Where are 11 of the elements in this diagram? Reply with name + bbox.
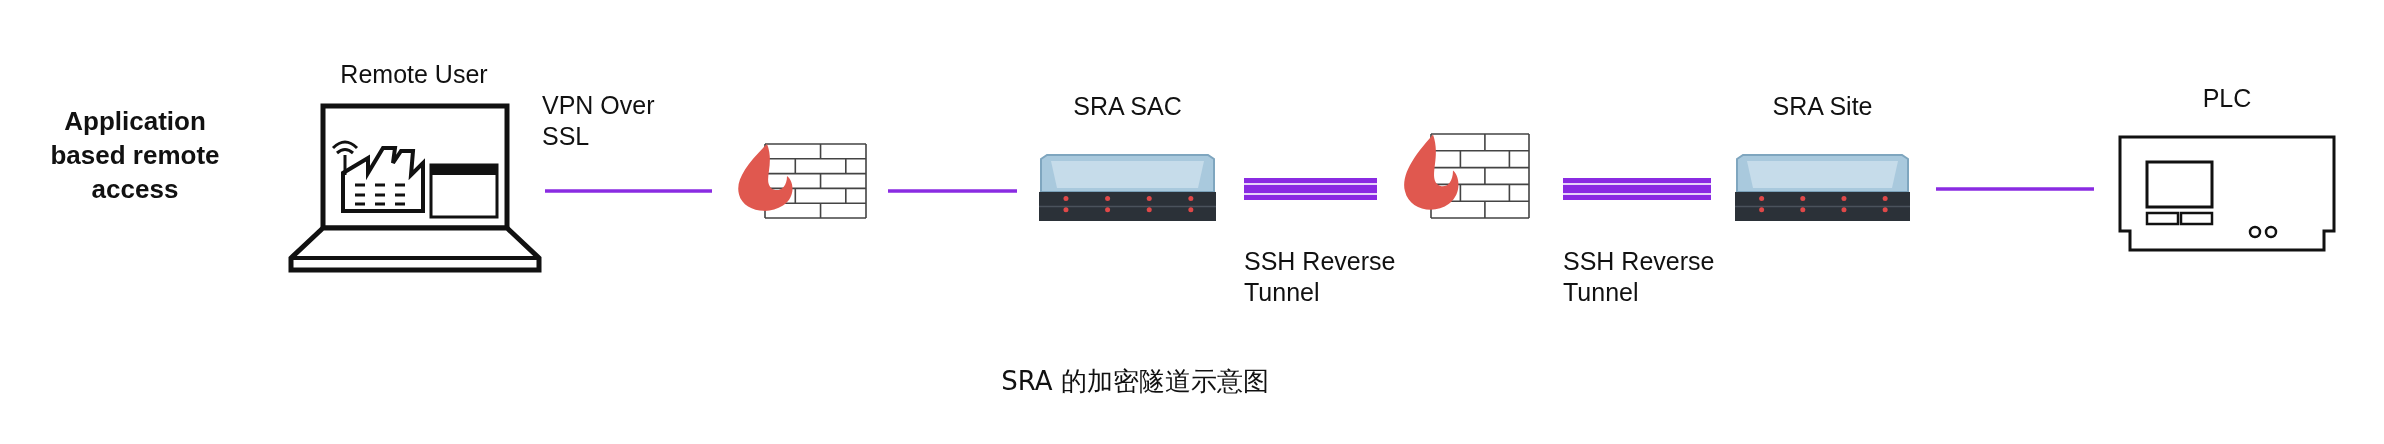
tunnel-line [1563,178,1711,200]
node-label: SRA Site [1771,92,1874,121]
tunnel-line [1244,178,1377,200]
node-label: SRA SAC [1072,92,1183,121]
connector-line [545,189,712,193]
side-heading: Application based remote access [49,105,221,206]
connector-line [1936,187,2094,191]
node-label: PLC [2201,84,2253,113]
connector-line [888,189,1017,193]
node-label: Remote User [339,60,489,89]
caption: SRA 的加密隧道示意图 [1000,365,1270,398]
